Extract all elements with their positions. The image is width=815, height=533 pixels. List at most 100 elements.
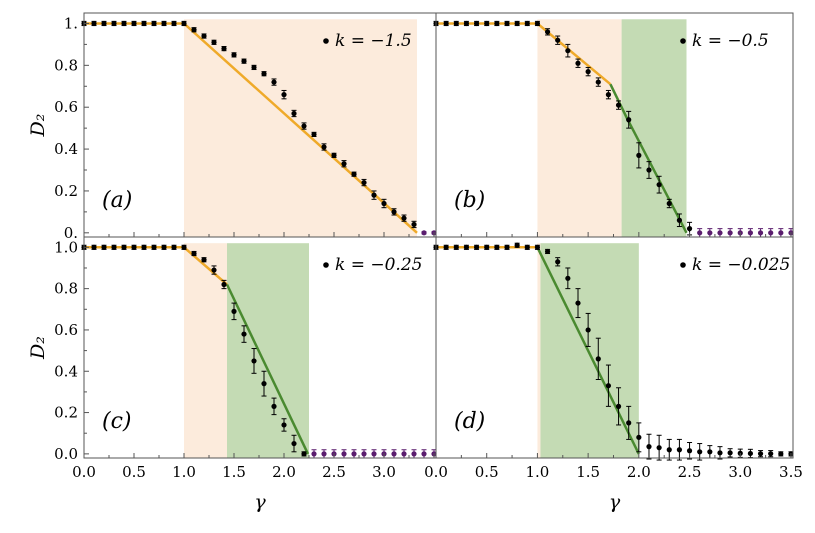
data-point: [231, 308, 237, 314]
data-point: [605, 92, 612, 98]
data-point: [211, 39, 217, 45]
data-point: [401, 215, 407, 221]
data-point: [727, 230, 733, 236]
data-point: [181, 244, 187, 250]
data-point: [544, 29, 551, 35]
data-point: [768, 451, 774, 457]
data-point: [646, 444, 652, 450]
data-point: [585, 327, 591, 333]
data-point: [361, 451, 367, 457]
y-axis-label: D₂: [27, 114, 49, 138]
legend-marker: [323, 38, 329, 44]
y-tick-label: 0.4: [54, 140, 78, 158]
data-point: [151, 244, 157, 250]
data-point: [484, 244, 490, 250]
data-point: [636, 434, 642, 440]
data-point: [778, 230, 784, 236]
data-point: [656, 445, 662, 451]
data-point: [565, 48, 571, 54]
data-point: [221, 281, 227, 288]
data-point: [768, 230, 774, 236]
data-point: [171, 244, 177, 250]
data-point: [91, 20, 97, 27]
legend-label: k = −0.5: [692, 31, 769, 51]
data-point: [615, 403, 622, 409]
data-point: [231, 52, 237, 58]
data-point: [371, 192, 377, 198]
data-point: [595, 79, 601, 85]
x-tick-label: 3.0: [728, 463, 752, 481]
data-point: [301, 451, 307, 457]
panel-frame: [435, 236, 794, 459]
data-point: [443, 20, 449, 27]
data-point: [201, 257, 207, 263]
data-point: [686, 448, 693, 454]
panel-a: 0.0.20.40.60.81.D₂(a)k = −1.5: [27, 12, 437, 242]
data-point: [411, 221, 417, 228]
y-tick-label: 0.6: [54, 98, 78, 116]
y-tick-label: 1.: [64, 14, 78, 32]
data-point: [171, 20, 177, 27]
x-tick-label: 1.5: [576, 463, 600, 481]
data-point: [321, 451, 327, 457]
data-point: [514, 242, 520, 248]
data-point: [281, 92, 287, 98]
x-tick-label: 2.0: [272, 463, 296, 481]
theory-line: [536, 246, 640, 455]
data-point: [261, 381, 267, 387]
data-point: [575, 60, 581, 66]
data-point: [484, 20, 490, 27]
data-point: [565, 275, 571, 281]
data-point: [676, 447, 683, 453]
x-tick-label: 2.0: [627, 463, 651, 481]
data-point: [494, 244, 500, 250]
data-point: [341, 451, 347, 457]
x-tick-label: 0.5: [475, 463, 499, 481]
data-point: [717, 230, 723, 236]
data-point: [686, 226, 693, 232]
data-point: [391, 451, 397, 457]
data-point: [301, 123, 307, 129]
data-point: [463, 20, 470, 27]
data-point: [747, 450, 754, 457]
theory-line: [609, 83, 688, 234]
data-point: [747, 230, 754, 236]
data-point: [371, 451, 377, 457]
panels: 0.0.20.40.60.81.D₂(a)k = −1.5(b)k = −0.5…: [27, 12, 803, 481]
data-point: [131, 244, 137, 250]
data-point: [101, 20, 107, 27]
data-point: [676, 217, 683, 223]
panel-label: (b): [454, 188, 485, 213]
data-point: [361, 179, 367, 186]
shaded-band: [537, 243, 541, 458]
data-point: [656, 182, 662, 188]
legend-marker: [680, 262, 686, 268]
x-tick-label: 2.5: [678, 463, 702, 481]
data-point: [311, 131, 317, 138]
data-point: [463, 244, 470, 250]
data-point: [707, 230, 713, 236]
data-point: [646, 167, 652, 173]
data-point: [626, 420, 632, 426]
data-point: [717, 450, 723, 456]
data-point: [421, 451, 427, 457]
data-point: [381, 200, 387, 207]
data-point: [141, 20, 147, 27]
data-point: [555, 37, 561, 43]
y-tick-label: 0.0: [54, 445, 78, 463]
shaded-band: [537, 19, 622, 237]
y-tick-label: 0.: [64, 224, 78, 242]
legend-label: k = −1.5: [335, 31, 412, 51]
data-point: [615, 102, 622, 108]
data-point: [351, 451, 357, 457]
data-point: [544, 248, 551, 255]
panel-label: (c): [102, 409, 132, 434]
data-point: [443, 244, 449, 250]
data-point: [261, 71, 267, 77]
data-point: [707, 449, 713, 455]
shaded-band: [184, 243, 227, 458]
y-tick-label: 0.2: [54, 404, 78, 422]
data-point: [291, 440, 297, 447]
